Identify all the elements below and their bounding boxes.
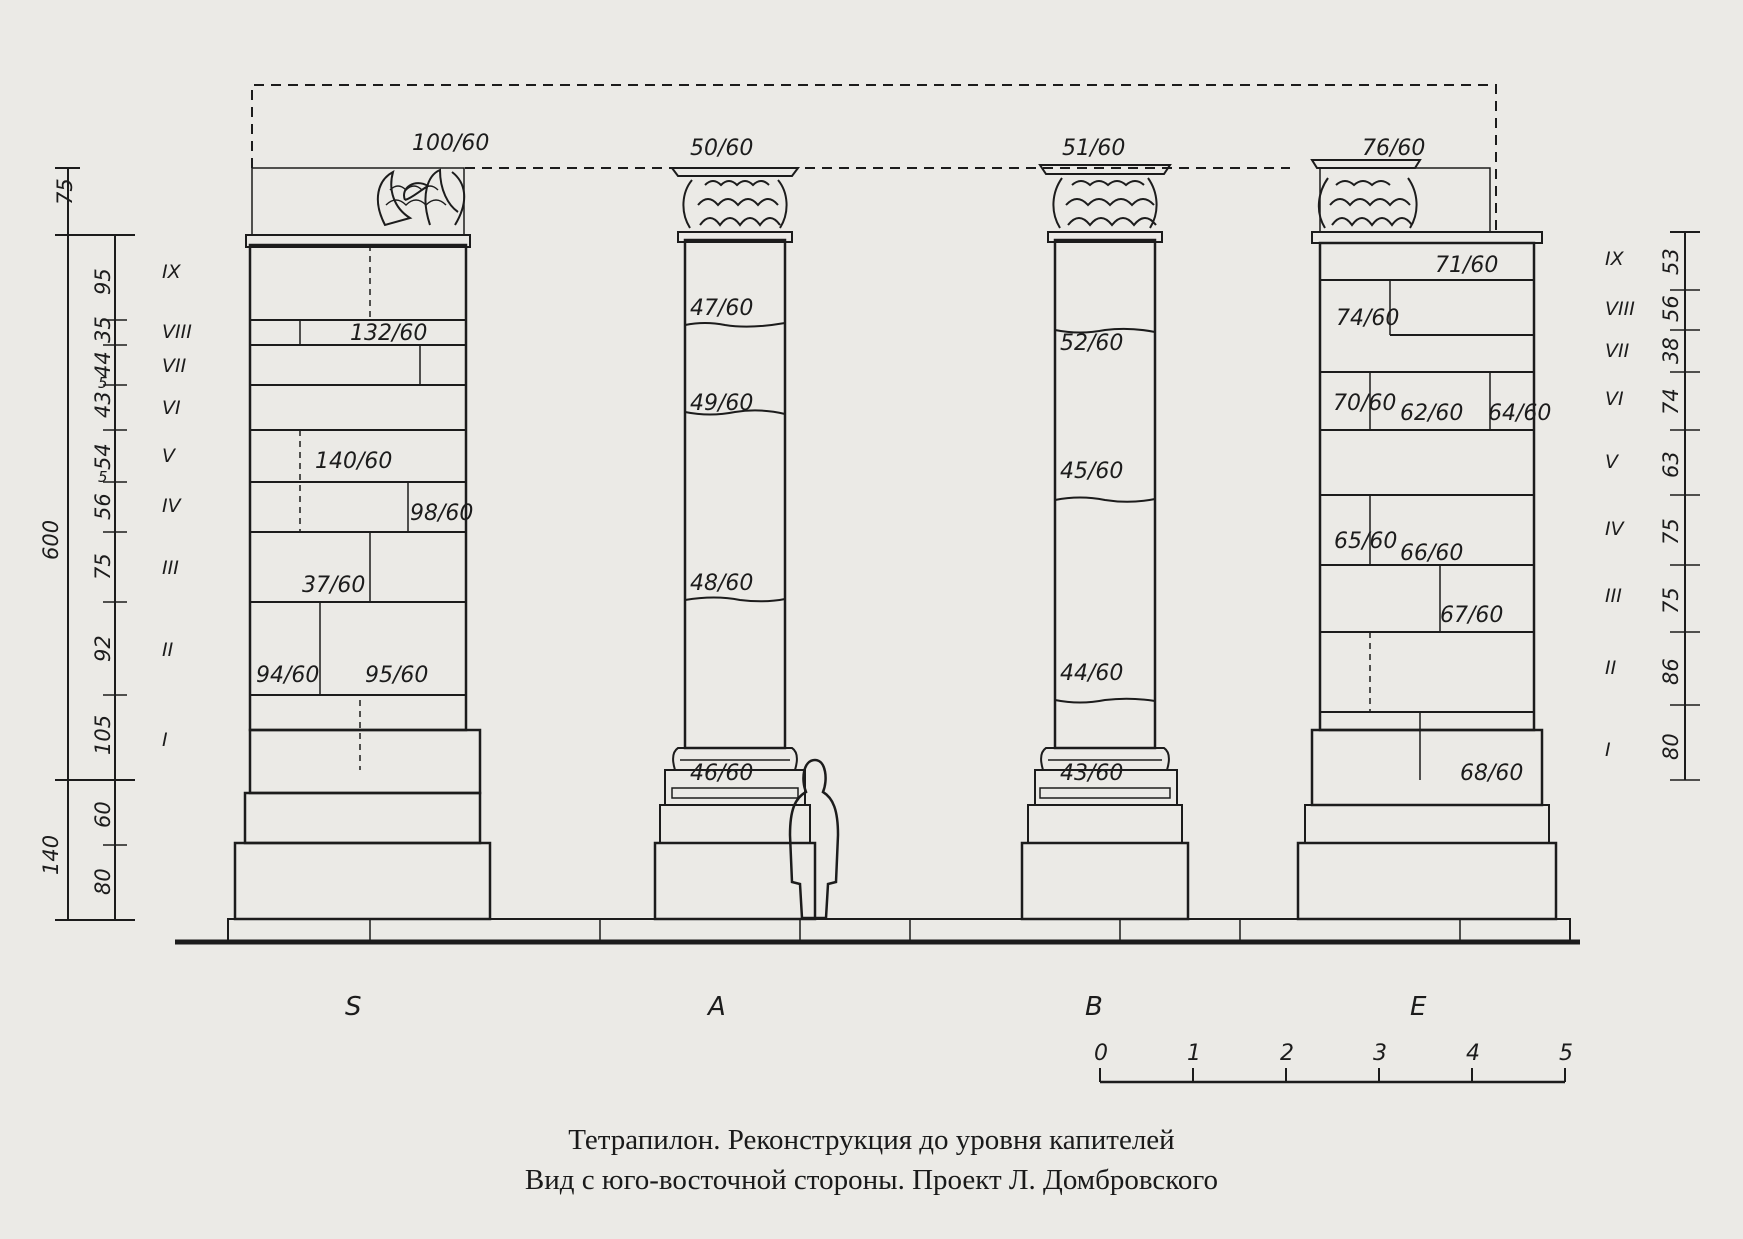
caption-line-2: Вид с юго-восточной стороны. Проект Л. Д… bbox=[524, 1164, 1219, 1196]
dim-course: 43 bbox=[91, 391, 115, 418]
figure-caption: Тетрапилон. Реконструкция до уровня капи… bbox=[0, 1120, 1743, 1200]
scale-tick-label: 3 bbox=[1373, 1041, 1387, 1066]
block-label: 94/60 bbox=[256, 663, 319, 688]
course-roman: II bbox=[1605, 657, 1617, 679]
block-label: 132/60 bbox=[350, 321, 427, 346]
block-label: 43/60 bbox=[1060, 761, 1123, 786]
block-label: 67/60 bbox=[1440, 603, 1503, 628]
course-roman: III bbox=[162, 557, 179, 579]
dim-course: 63 bbox=[1659, 451, 1683, 478]
block-label: 140/60 bbox=[315, 449, 392, 474]
dim-course: 80 bbox=[1659, 733, 1683, 760]
course-roman: IV bbox=[1605, 518, 1626, 540]
right-dimension-chain bbox=[1670, 231, 1700, 781]
block-label: 98/60 bbox=[410, 501, 473, 526]
dim-course: 56 bbox=[91, 493, 115, 520]
dim-overall: 140 bbox=[39, 835, 63, 875]
course-roman: II bbox=[162, 639, 174, 661]
block-label: 37/60 bbox=[302, 573, 365, 598]
column-label-e: E bbox=[1410, 992, 1427, 1022]
course-roman: VIII bbox=[1605, 298, 1635, 320]
column-label-a: A bbox=[706, 992, 726, 1022]
course-roman: I bbox=[1605, 739, 1611, 761]
pier-e bbox=[1296, 159, 1558, 921]
block-label: 48/60 bbox=[690, 571, 753, 596]
dim-course: 105 bbox=[91, 715, 115, 755]
course-roman: IV bbox=[162, 495, 183, 517]
column-label-b: B bbox=[1085, 992, 1103, 1022]
dim-course: 5 bbox=[98, 468, 108, 486]
course-roman: V bbox=[1605, 451, 1620, 473]
dim-overall: 600 bbox=[39, 520, 63, 560]
pier-s bbox=[233, 167, 492, 921]
block-label: 45/60 bbox=[1060, 459, 1123, 484]
dim-course: 5 bbox=[98, 374, 108, 392]
capital-label-s: 100/60 bbox=[412, 131, 489, 156]
capital-e bbox=[1310, 159, 1422, 229]
course-roman: VII bbox=[162, 355, 187, 377]
course-roman: IX bbox=[1605, 248, 1625, 270]
dim-course: 35 bbox=[91, 316, 115, 343]
block-label: 64/60 bbox=[1488, 401, 1551, 426]
course-roman: VII bbox=[1605, 340, 1630, 362]
dim-course: 75 bbox=[91, 553, 115, 580]
ground bbox=[175, 918, 1580, 945]
capital-label-b: 51/60 bbox=[1062, 136, 1125, 161]
dim-course: 56 bbox=[1659, 295, 1683, 322]
scale-tick-label: 1 bbox=[1187, 1041, 1201, 1066]
capital-label-e: 76/60 bbox=[1362, 136, 1425, 161]
column-label-s: S bbox=[345, 992, 362, 1022]
column-b bbox=[1020, 164, 1190, 921]
block-label: 71/60 bbox=[1435, 253, 1498, 278]
block-label: 49/60 bbox=[690, 391, 753, 416]
course-roman: IX bbox=[162, 261, 182, 283]
dim-course: 80 bbox=[91, 868, 115, 895]
block-label: 66/60 bbox=[1400, 541, 1463, 566]
scale-tick-label: 2 bbox=[1280, 1041, 1294, 1066]
scale-tick-label: 4 bbox=[1466, 1041, 1480, 1066]
scale-bar bbox=[1099, 1068, 1566, 1084]
block-label: 95/60 bbox=[365, 663, 428, 688]
course-roman: III bbox=[1605, 585, 1622, 607]
dim-course: 53 bbox=[1659, 248, 1683, 275]
course-roman: V bbox=[162, 445, 177, 467]
block-label: 47/60 bbox=[690, 296, 753, 321]
dim-course: 38 bbox=[1659, 337, 1683, 364]
block-label: 68/60 bbox=[1460, 761, 1523, 786]
reconstructed-entablature bbox=[251, 84, 1497, 232]
dim-course: 95 bbox=[91, 268, 115, 295]
dim-course: 54 bbox=[91, 443, 115, 470]
course-roman: VI bbox=[1605, 388, 1624, 410]
dim-course: 92 bbox=[91, 635, 115, 662]
course-roman: VI bbox=[162, 397, 181, 419]
capital-a bbox=[670, 167, 800, 229]
scale-tick-label: 5 bbox=[1559, 1041, 1573, 1066]
column-a bbox=[653, 167, 817, 921]
block-label: 44/60 bbox=[1060, 661, 1123, 686]
dim-course: 60 bbox=[91, 801, 115, 828]
dim-course: 75 bbox=[1659, 518, 1683, 545]
left-dimension-chain bbox=[55, 167, 135, 921]
scale-tick-label: 0 bbox=[1094, 1041, 1108, 1066]
caption-line-1: Тетрапилон. Реконструкция до уровня капи… bbox=[568, 1124, 1175, 1156]
capital-s bbox=[376, 168, 466, 227]
dim-overall: 75 bbox=[53, 178, 77, 205]
capital-b bbox=[1038, 164, 1172, 229]
block-label: 74/60 bbox=[1336, 306, 1399, 331]
course-roman: I bbox=[162, 729, 168, 751]
block-label: 62/60 bbox=[1400, 401, 1463, 426]
block-label: 52/60 bbox=[1060, 331, 1123, 356]
dim-course: 75 bbox=[1659, 587, 1683, 614]
course-roman: VIII bbox=[162, 321, 192, 343]
block-label: 65/60 bbox=[1334, 529, 1397, 554]
block-label: 46/60 bbox=[690, 761, 753, 786]
block-label: 70/60 bbox=[1333, 391, 1396, 416]
dim-course: 86 bbox=[1659, 658, 1683, 685]
dim-course: 74 bbox=[1659, 388, 1683, 415]
dim-course: 44 bbox=[91, 351, 115, 378]
capital-label-a: 50/60 bbox=[690, 136, 753, 161]
human-figure-silhouette bbox=[788, 758, 840, 920]
